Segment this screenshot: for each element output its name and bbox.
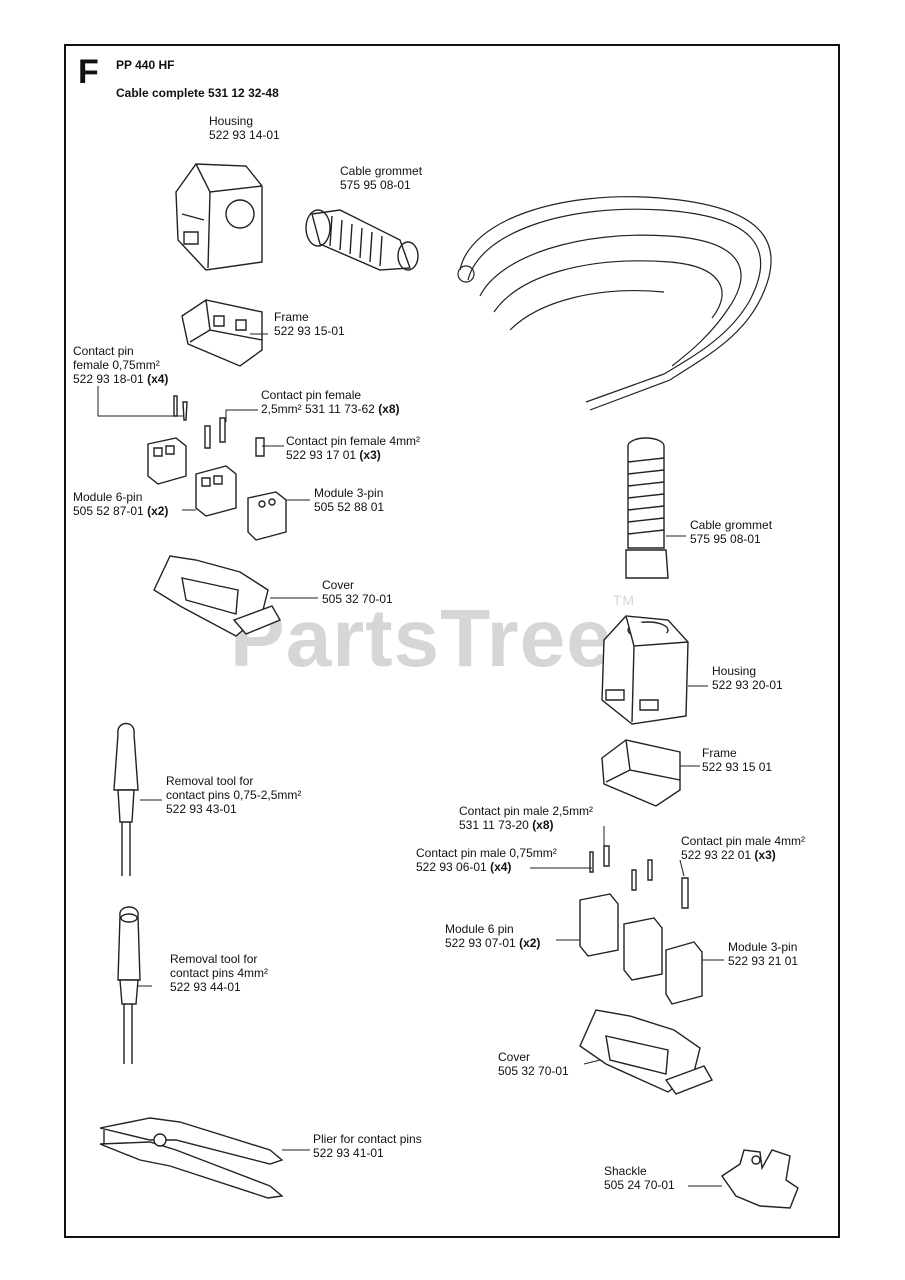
module3-top-drawing <box>248 492 286 540</box>
cable-coil-drawing <box>458 197 771 410</box>
label-pin-male-25: Contact pin male 2,5mm² 531 11 73-20 (x8… <box>459 804 594 832</box>
pins-female-drawing <box>174 396 264 456</box>
pins-male-drawing <box>590 846 688 908</box>
grommet-top-drawing <box>306 210 418 270</box>
module6-bottom-drawing <box>580 894 662 980</box>
label-pin-female-4: Contact pin female 4mm² 522 93 17 01 (x3… <box>286 434 421 462</box>
diagram-frame <box>64 44 840 1238</box>
module3-bottom-drawing <box>666 942 702 1004</box>
housing-top-drawing <box>176 164 262 270</box>
section-letter: F <box>78 53 99 91</box>
label-pin-male-075: Contact pin male 0,75mm² 522 93 06-01 (x… <box>416 846 557 874</box>
plier-drawing <box>100 1118 282 1198</box>
module6-top-drawing <box>148 438 236 516</box>
label-module6-top: Module 6-pin 505 52 87-01 (x2) <box>73 490 169 518</box>
model-title: PP 440 HF <box>116 58 175 72</box>
frame-top-drawing <box>182 300 262 366</box>
watermark: PartsTreeTM <box>230 592 636 684</box>
removal-tool-2-drawing <box>118 907 140 1064</box>
leader-lines <box>98 334 724 1186</box>
cover-top-drawing <box>154 556 280 636</box>
frame-right-drawing <box>602 740 680 806</box>
cover-bottom-drawing <box>580 1010 712 1094</box>
label-module6-bottom: Module 6 pin 522 93 07-01 (x2) <box>445 922 541 950</box>
shackle-drawing <box>722 1150 798 1208</box>
grommet-right-drawing <box>626 438 668 578</box>
label-pin-female-25: Contact pin female 2,5mm² 531 11 73-62 (… <box>261 388 400 416</box>
housing-right-drawing <box>602 616 688 724</box>
removal-tool-1-drawing <box>114 724 138 876</box>
label-pin-male-4: Contact pin male 4mm² 522 93 22 01 (x3) <box>681 834 806 862</box>
cable-complete-label: Cable complete 531 12 32-48 <box>116 86 279 100</box>
